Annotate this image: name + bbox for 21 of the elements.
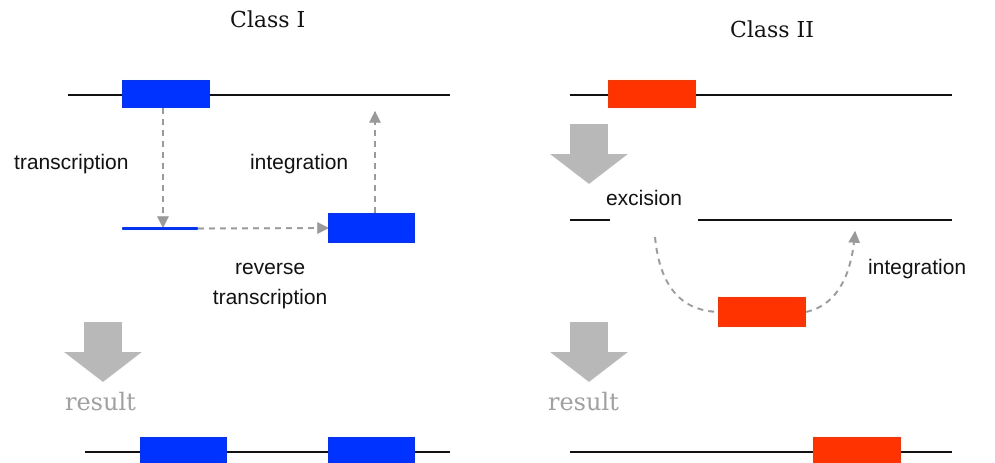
edge-label: integration [868,255,966,281]
element-block [140,437,227,463]
result-label: result [65,388,136,416]
element-block [122,80,210,108]
element-block [718,297,806,327]
rna-strand [122,227,198,230]
element-block [608,80,696,108]
arrow [157,108,169,228]
class-heading: Class I [230,8,306,33]
element-block [813,437,901,463]
arrow [369,110,381,213]
class-heading: Class II [730,18,814,43]
step-label: excision [606,186,682,212]
edge-label: transcription [14,150,128,176]
arrow [198,222,330,234]
element-block [328,213,415,243]
element-block [328,437,415,463]
arrow [806,230,860,313]
edge-label: integration [250,150,348,176]
result-label: result [548,388,619,416]
edge-label: reverse transcription [212,255,328,311]
